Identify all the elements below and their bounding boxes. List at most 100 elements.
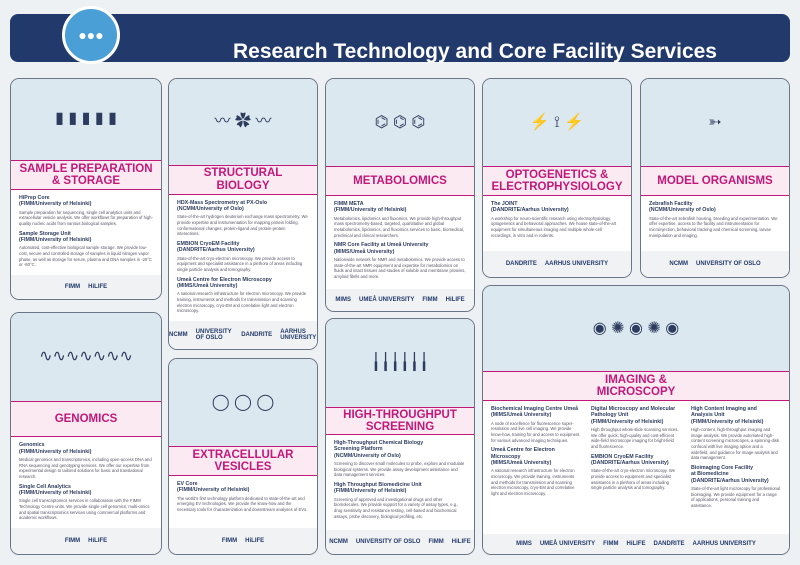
facility-entry: NMR Core Facility at Umeå University (MI… bbox=[334, 242, 466, 279]
facility-entry: High Content Imaging and Analysis Unit (… bbox=[691, 406, 781, 461]
section-title: OPTOGENETICS & ELECTROPHYSIOLOGY bbox=[483, 166, 631, 196]
facility-entry: FIMM META (FIMM/University of Helsinki)M… bbox=[334, 201, 466, 238]
section-title: IMAGING & MICROSCOPY bbox=[483, 371, 789, 401]
partner-logo: HiLIFE bbox=[88, 538, 108, 544]
section-title: STRUCTURAL BIOLOGY bbox=[169, 164, 317, 195]
facility-entry: HDX-Mass Spectrometry at PX-Oslo (NCMM/U… bbox=[177, 200, 309, 237]
facility-entry: Umeå Centre for Electron Microscopy (MIM… bbox=[491, 447, 581, 496]
card-sample: ▮ ▮ ▮ ▮ ▮ SAMPLE PREPARATION & STORAGE H… bbox=[10, 78, 162, 300]
section-title: METABOLOMICS bbox=[326, 166, 474, 196]
card-body: The JOINT (DANDRITE/Aarhus University)A … bbox=[483, 196, 631, 251]
facility-description: Screening of approved and investigationa… bbox=[334, 496, 459, 519]
section-title: GENOMICS bbox=[11, 401, 161, 438]
facility-description: Single cell transcriptomics services in … bbox=[19, 498, 150, 521]
facility-name: Biochemical Imaging Centre Umeå (MIMS/Um… bbox=[491, 406, 579, 419]
card-body: Biochemical Imaging Centre Umeå (MIMS/Um… bbox=[483, 401, 789, 534]
card-body: Genomics (FIMM/University of Helsinki)Me… bbox=[11, 437, 161, 528]
facility-entry: Zebrafish Facility (NCMM/University of O… bbox=[649, 201, 781, 238]
partner-logo: HiLIFE bbox=[88, 284, 108, 290]
facility-description: High-content, high-throughput imaging an… bbox=[691, 427, 779, 461]
facility-name: Digital Microscopy and Molecular Patholo… bbox=[591, 406, 676, 425]
card-body: EV Core (FIMM/University of Helsinki)The… bbox=[169, 476, 317, 528]
people-group-icon: ●●● bbox=[62, 6, 120, 64]
section-title: MODEL ORGANISMS bbox=[641, 166, 789, 196]
facility-column: High Content Imaging and Analysis Unit (… bbox=[691, 406, 781, 513]
facility-description: A workshop for neuro-scientific research… bbox=[491, 215, 617, 238]
card-model: ➳ MODEL ORGANISMS Zebrafish Facility (NC… bbox=[640, 78, 790, 278]
card-genomics: ∿∿∿∿∿∿∿ GENOMICS Genomics (FIMM/Universi… bbox=[10, 312, 162, 555]
partner-logo: NCMM bbox=[669, 261, 689, 267]
facility-description: Medical genomics and transcriptomics, in… bbox=[19, 456, 152, 479]
partner-logo: NCMM bbox=[329, 539, 348, 545]
facility-entry: Digital Microscopy and Molecular Patholo… bbox=[591, 406, 681, 450]
facility-name: Sample Storage Unit (FIMM/University of … bbox=[19, 230, 92, 243]
card-body: HDX-Mass Spectrometry at PX-Oslo (NCMM/U… bbox=[169, 195, 317, 321]
partner-logo: FIMM bbox=[422, 297, 438, 303]
facility-entry: EV Core (FIMM/University of Helsinki)The… bbox=[177, 481, 309, 513]
partner-logo: DANDRITE bbox=[505, 261, 537, 267]
facility-name: Umeå Centre for Electron Microscopy (MIM… bbox=[491, 447, 555, 467]
facility-name: Bioimaging Core Facility at Biomedicine … bbox=[691, 465, 769, 484]
illustration: ╽╽╽╽╽╽ bbox=[326, 319, 474, 407]
card-imaging: ◉ ✺ ◉ ✺ ◉ IMAGING & MICROSCOPY Biochemic… bbox=[482, 285, 790, 555]
facility-entry: Umeå Centre for Electron Microscopy (MIM… bbox=[177, 277, 309, 314]
facility-name: Zebrafish Facility (NCMM/University of O… bbox=[649, 201, 716, 214]
facility-entry: HiPrep Core (FIMM/University of Helsinki… bbox=[19, 195, 153, 227]
facility-name: High Content Imaging and Analysis Unit (… bbox=[691, 406, 764, 425]
facility-name: High-Throughput Chemical Biology Screeni… bbox=[334, 440, 424, 459]
illustration: ▮ ▮ ▮ ▮ ▮ bbox=[11, 79, 161, 160]
card-metabolomics: ⌬ ⌬ ⌬ METABOLOMICS FIMM META (FIMM/Unive… bbox=[325, 78, 475, 312]
facility-name: The JOINT (DANDRITE/Aarhus University) bbox=[491, 201, 569, 214]
facility-entry: Single Cell Analytics (FIMM/University o… bbox=[19, 484, 153, 521]
partner-logo: MIMS bbox=[516, 541, 532, 547]
facility-description: Sample preparation for sequencing, singl… bbox=[19, 209, 153, 226]
facility-name: EV Core (FIMM/University of Helsinki) bbox=[177, 481, 250, 494]
partner-logo: FIMM bbox=[221, 538, 238, 544]
partner-logo: UMEÅ UNIVERSITY bbox=[539, 541, 596, 547]
illustration: ◯ ◯ ◯ bbox=[169, 359, 317, 446]
facility-name: Single Cell Analytics (FIMM/University o… bbox=[19, 483, 92, 496]
partner-logo: DANDRITE bbox=[241, 332, 273, 338]
illustration: ◉ ✺ ◉ ✺ ◉ bbox=[483, 286, 789, 371]
card-body: Zebrafish Facility (NCMM/University of O… bbox=[641, 196, 789, 251]
illustration: ⚡ ⟟ ⚡ bbox=[483, 79, 631, 166]
partner-logo: UNIVERSITY OF OSLO bbox=[195, 329, 232, 341]
facility-description: A node of excellence for fluorescence su… bbox=[491, 420, 580, 443]
header-bar: Research Technology and Core Facility Se… bbox=[10, 14, 790, 63]
card-body: High-Throughput Chemical Biology Screeni… bbox=[326, 435, 474, 530]
section-title: SAMPLE PREPARATION & STORAGE bbox=[11, 159, 161, 190]
facility-description: The world's first technology platform de… bbox=[177, 495, 308, 513]
facility-entry: Bioimaging Core Facility at Biomedicine … bbox=[691, 465, 781, 509]
facility-name: FIMM META (FIMM/University of Helsinki) bbox=[334, 201, 407, 214]
partner-logo: FIMM bbox=[64, 284, 81, 290]
facility-description: State-of-the-art cryo-electron microscop… bbox=[177, 255, 303, 272]
facility-description: State-of-the-art cryo-electron microscop… bbox=[591, 468, 676, 491]
facility-description: High throughput whole-slide scanning ser… bbox=[591, 427, 679, 450]
facility-entry: EMBION CryoEM Facility (DANDRITE/Aarhus … bbox=[177, 241, 309, 273]
illustration: 〰 ✿ 〰 bbox=[169, 79, 317, 165]
facility-entry: High-Throughput Chemical Biology Screeni… bbox=[334, 440, 466, 478]
partner-logo: FIMM bbox=[603, 541, 619, 547]
partner-logo: DANDRITE bbox=[653, 541, 685, 547]
partner-logo: AARHUS UNIVERSITY bbox=[280, 329, 317, 341]
facility-name: EMBION CryoEM Facility (DANDRITE/Aarhus … bbox=[177, 240, 255, 254]
partner-logo: AARHUS UNIVERSITY bbox=[692, 541, 756, 547]
illustration: ∿∿∿∿∿∿∿ bbox=[11, 313, 161, 402]
facility-description: Metabolomics, lipidomics and fluxomics. … bbox=[334, 215, 465, 238]
facility-name: HiPrep Core (FIMM/University of Helsinki… bbox=[19, 194, 92, 208]
facility-name: HDX-Mass Spectrometry at PX-Oslo (NCMM/U… bbox=[177, 199, 268, 212]
facility-description: State-of-the-art light microscopy for pr… bbox=[691, 486, 781, 509]
card-body: HiPrep Core (FIMM/University of Helsinki… bbox=[11, 190, 161, 275]
facility-description: Nationwide network for NMR and metabolom… bbox=[334, 257, 466, 280]
partner-logo: FIMM bbox=[428, 539, 444, 545]
partner-logo: UNIVERSITY OF OSLO bbox=[696, 261, 761, 267]
facility-name: High Throughput Biomedicine Unit (FIMM/U… bbox=[334, 482, 422, 495]
facility-entry: EMBION CryoEM Facility (DANDRITE/Aarhus … bbox=[591, 454, 681, 491]
facility-description: A national research infrastructure for e… bbox=[491, 468, 575, 497]
